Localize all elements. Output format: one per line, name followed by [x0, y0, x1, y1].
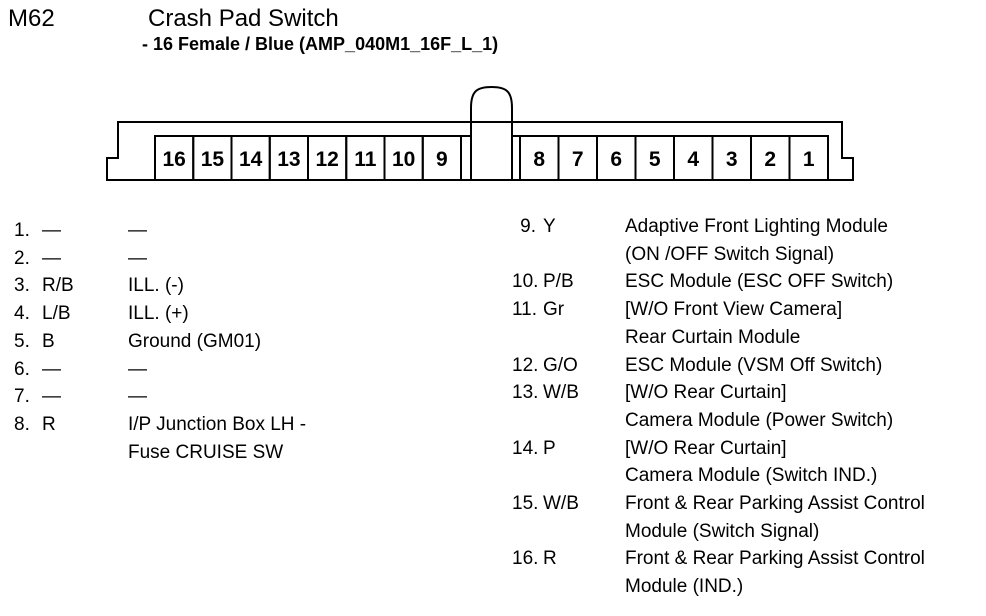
pin-cell-number: 10	[392, 148, 415, 171]
pinout-row: 2. — —	[14, 245, 500, 273]
pin-number-label: 9.	[520, 216, 536, 237]
pinout-row: 10.P/B ESC Module (ESC OFF Switch)	[512, 268, 984, 296]
pin-cell-number: 9	[436, 148, 448, 171]
signal-description: ESC Module (VSM Off Switch)	[625, 354, 883, 376]
pin-number-label: 13.	[512, 382, 539, 404]
pin-number-label: 14.	[512, 437, 539, 459]
pinout-row: 9. Y Adaptive Front Lighting Module (ON /O…	[512, 213, 984, 268]
pinout-left-column: 1. — — 2. — — 3. R/B ILL. (-) 4. L/B ILL. (+) 5. B Gro…	[14, 217, 500, 466]
pin-number-label: 16.	[512, 548, 539, 570]
pin-number-label: 7.	[14, 386, 30, 408]
wire-color-label: W/B	[543, 493, 579, 515]
pin-number-label: 8.	[14, 413, 30, 435]
pin-number-label: 10.	[512, 271, 539, 293]
pinout-row: 12.G/O ESC Module (VSM Off Switch)	[512, 352, 984, 380]
wire-color-label: R	[42, 413, 56, 435]
wire-color-label: W/B	[543, 382, 579, 404]
pin-number-label: 11.	[512, 299, 538, 321]
wire-color-label: P	[543, 437, 556, 459]
pin-cell-number: 11	[354, 148, 377, 171]
pin-cell-number: 6	[610, 148, 622, 171]
pin-number-label: 1.	[14, 220, 30, 241]
signal-description: [W/O Rear Curtain] Camera Module (Switch…	[625, 437, 878, 487]
signal-description: Front & Rear Parking Assist Control Modu…	[625, 548, 925, 598]
pinout-row: 6. — —	[14, 356, 500, 384]
wire-color-label: Y	[543, 216, 556, 237]
pin-cell-number: 16	[162, 148, 185, 171]
pinout-row: 13.W/B [W/O Rear Curtain] Camera Module (…	[512, 379, 984, 434]
connector-latch	[470, 85, 513, 180]
connector-outline	[106, 121, 854, 181]
signal-description: Adaptive Front Lighting Module (ON /OFF …	[625, 216, 888, 265]
pinout-row: 4. L/B ILL. (+)	[14, 300, 500, 328]
signal-description: ILL. (-)	[128, 275, 184, 297]
wire-color-label: B	[42, 330, 55, 352]
signal-description: —	[128, 220, 147, 241]
wire-color-label: R	[543, 548, 557, 570]
signal-description: [W/O Rear Curtain] Camera Module (Power …	[625, 382, 894, 431]
page-title: Crash Pad Switch	[148, 5, 339, 32]
pin-number-label: 4.	[14, 303, 30, 325]
wire-color-label: G/O	[543, 354, 578, 376]
connector-subtitle: - 16 Female / Blue (AMP_040M1_16F_L_1)	[142, 34, 499, 54]
pin-cell-number: 5	[649, 148, 661, 171]
signal-description: ILL. (+)	[128, 303, 189, 325]
pin-number-label: 5.	[14, 330, 30, 352]
signal-description: —	[128, 358, 147, 380]
pin-cell-number: 14	[239, 148, 263, 171]
pin-cell-number: 8	[533, 148, 545, 171]
connector-id: M62	[8, 5, 55, 32]
wire-color-label: P/B	[543, 271, 574, 293]
pin-cell	[421, 135, 462, 181]
signal-description: [W/O Front View Camera] Rear Curtain Mod…	[625, 299, 843, 348]
signal-description: Front & Rear Parking Assist Control Modu…	[625, 493, 925, 542]
pin-cell-number: 2	[764, 148, 776, 171]
wire-color-label: R/B	[42, 275, 74, 297]
pin-number-label: 2.	[14, 247, 30, 269]
signal-description: —	[128, 386, 147, 408]
signal-description: I/P Junction Box LH - Fuse CRUISE SW	[128, 413, 307, 463]
connector-diagram: 16 15 14 13 12 11 10 9 8 7 6 5 4 3 2 1	[106, 85, 854, 181]
wire-color-label: —	[42, 220, 61, 241]
pinout-row: 15.W/B Front & Rear Parking Assist Contro…	[512, 490, 984, 545]
wire-color-label: L/B	[42, 303, 71, 325]
pin-number-label: 3.	[14, 275, 30, 297]
signal-description: —	[128, 247, 147, 269]
pin-cell-number: 15	[201, 148, 225, 171]
pin-cell-number: 4	[687, 148, 699, 171]
pinout-right-column: 9. Y Adaptive Front Lighting Module (ON /O…	[512, 213, 984, 601]
pinout-row: 16.R Front & Rear Parking Assist Control …	[512, 545, 984, 600]
wire-color-label: —	[42, 386, 61, 408]
pinout-row: 11.Gr [W/O Front View Camera] Rear Curtai…	[512, 296, 984, 351]
pinout-row: 14.P [W/O Rear Curtain] Camera Module (Sw…	[512, 435, 984, 490]
pin-cell-number: 3	[726, 148, 738, 171]
pin-cell-number: 12	[315, 148, 338, 171]
pinout-row: 3. R/B ILL. (-)	[14, 272, 500, 300]
pinout-row: 8. R I/P Junction Box LH - Fuse CRUISE SW	[14, 411, 500, 466]
pinout-row: 7. — —	[14, 383, 500, 411]
pin-cell-number: 13	[277, 148, 300, 171]
pin-cell-number: 1	[803, 148, 815, 171]
signal-description: Ground (GM01)	[128, 330, 262, 352]
pinout-row: 1. — —	[14, 217, 500, 245]
wire-color-label: —	[42, 358, 61, 380]
pin-number-label: 6.	[14, 358, 30, 380]
signal-description: ESC Module (ESC OFF Switch)	[625, 271, 894, 293]
pin-cell	[788, 135, 829, 181]
pin-number-label: 15.	[512, 493, 539, 515]
pin-cell-number: 7	[572, 148, 584, 171]
pinout-row: 5. B Ground (GM01)	[14, 328, 500, 356]
wire-color-label: Gr	[543, 299, 565, 321]
pin-number-label: 12.	[512, 354, 539, 376]
wire-color-label: —	[42, 247, 61, 269]
